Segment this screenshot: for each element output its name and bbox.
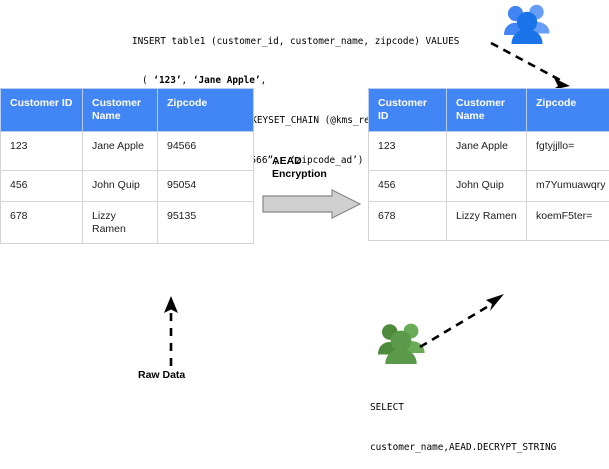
table-row: 123 Jane Apple fgtyjjllo= bbox=[368, 131, 609, 171]
cell-customer-id: 123 bbox=[368, 131, 447, 171]
table-row: 123 Jane Apple 94566 bbox=[0, 131, 254, 171]
cell-customer-id: 456 bbox=[368, 170, 447, 202]
select-sql-line-2: customer_name,AEAD.DECRYPT_STRING bbox=[370, 442, 557, 454]
table-header-row: Customer ID Customer Name Zipcode bbox=[0, 88, 254, 132]
cell-customer-id: 678 bbox=[0, 201, 83, 244]
insert-sql-line-2: ( ‘123’, ‘Jane Apple’, bbox=[142, 74, 459, 87]
insert-sql-literal-customer-name: ‘Jane Apple’ bbox=[192, 75, 261, 87]
column-header-customer-name: Customer Name bbox=[446, 88, 527, 132]
insert-sql-line-1: INSERT table1 (customer_id, customer_nam… bbox=[132, 35, 460, 47]
table-header-row: Customer ID Customer Name Zipcode bbox=[368, 88, 609, 132]
encrypted-data-table: Customer ID Customer Name Zipcode 123 Ja… bbox=[368, 88, 609, 241]
cell-customer-id: 123 bbox=[0, 131, 83, 171]
cell-customer-name: Lizzy Ramen bbox=[446, 201, 527, 241]
select-sql-statement: SELECT customer_name,AEAD.DECRYPT_STRING… bbox=[370, 374, 556, 469]
aead-encryption-label: AEAD Encryption bbox=[272, 155, 327, 180]
insert-sql-line-2-sep: , bbox=[181, 75, 193, 87]
people-group-icon bbox=[378, 323, 425, 364]
insert-sql-line-2-prefix: ( bbox=[142, 75, 154, 87]
table-row: 678 Lizzy Ramen 95135 bbox=[0, 201, 254, 244]
cell-customer-name: Jane Apple bbox=[82, 131, 158, 171]
dashed-arrow-down-right-icon bbox=[490, 41, 570, 90]
cell-customer-name: Jane Apple bbox=[446, 131, 527, 171]
cell-zipcode: 95054 bbox=[157, 170, 254, 202]
cell-zipcode: 94566 bbox=[157, 131, 254, 171]
cell-customer-name: John Quip bbox=[446, 170, 527, 202]
table-row: 456 John Quip 95054 bbox=[0, 170, 254, 202]
raw-data-label: Raw Data bbox=[138, 369, 186, 381]
cell-zipcode-encrypted: m7Yumuawqry bbox=[526, 170, 609, 202]
column-header-customer-id: Customer ID bbox=[0, 88, 83, 132]
table-row: 678 Lizzy Ramen koemF5ter= bbox=[368, 201, 609, 241]
cell-zipcode: 95135 bbox=[157, 201, 254, 244]
raw-data-table: Customer ID Customer Name Zipcode 123 Ja… bbox=[0, 88, 254, 244]
insert-sql-literal-customer-id: ‘123’ bbox=[153, 75, 182, 87]
column-header-customer-id: Customer ID bbox=[368, 88, 447, 132]
table-row: 456 John Quip m7Yumuawqry bbox=[368, 170, 609, 202]
column-header-customer-name: Customer Name bbox=[82, 88, 158, 132]
dashed-arrow-up-right-icon bbox=[419, 294, 504, 349]
select-sql-line-1: SELECT bbox=[370, 401, 404, 413]
cell-customer-id: 456 bbox=[0, 170, 83, 202]
cell-customer-name: John Quip bbox=[82, 170, 158, 202]
insert-sql-line-2-suffix: , bbox=[260, 75, 267, 87]
cell-zipcode-encrypted: koemF5ter= bbox=[526, 201, 609, 241]
column-header-zipcode: Zipcode bbox=[526, 88, 609, 132]
cell-customer-id: 678 bbox=[368, 201, 447, 241]
column-header-zipcode: Zipcode bbox=[157, 88, 254, 132]
cell-zipcode-encrypted: fgtyjjllo= bbox=[526, 131, 609, 171]
right-block-arrow-icon bbox=[262, 189, 361, 219]
cell-customer-name: Lizzy Ramen bbox=[82, 201, 158, 244]
dashed-arrow-up-icon bbox=[164, 296, 178, 366]
people-group-icon bbox=[504, 4, 550, 44]
